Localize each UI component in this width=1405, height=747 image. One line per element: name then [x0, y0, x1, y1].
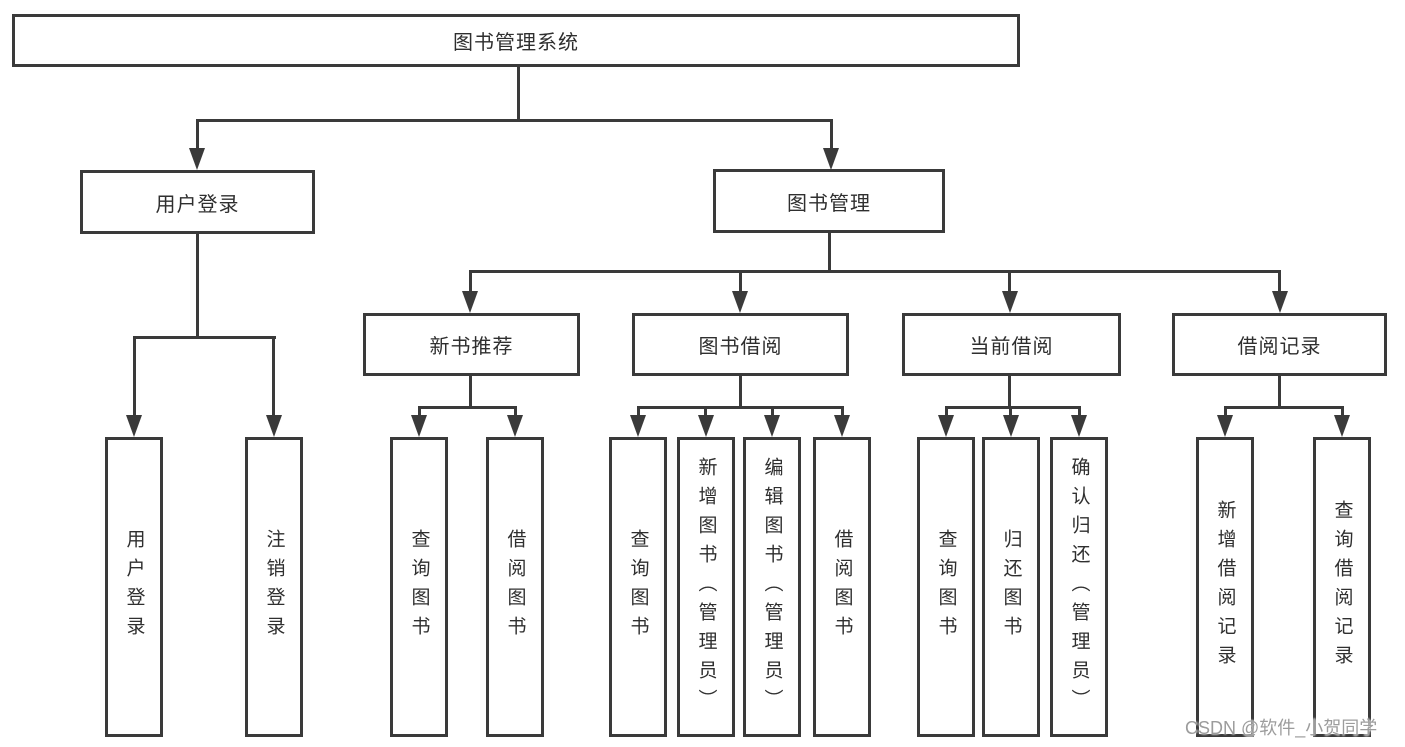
- connector-stem-borrowing-records: [1278, 270, 1281, 294]
- node-label: 新增图书（管理员）: [695, 456, 717, 718]
- node-new-book-recommend: 新书推荐: [363, 313, 580, 376]
- connector-new-book-vertical: [469, 376, 472, 408]
- node-book-borrowing: 图书借阅: [632, 313, 849, 376]
- connector-stem: [637, 406, 640, 419]
- leaf-add-borrow-record: 新增借阅记录: [1196, 437, 1254, 737]
- arrowhead-down-icon: [411, 415, 427, 437]
- connector-stem: [1224, 406, 1227, 419]
- connector-stem-book-management: [830, 119, 833, 152]
- arrowhead-down-icon: [1272, 291, 1288, 313]
- leaf-query-books-current: 查询图书: [917, 437, 975, 737]
- node-label: 查询图书: [408, 529, 430, 645]
- connector-book-borrowing-vertical: [739, 376, 742, 408]
- node-borrowing-records: 借阅记录: [1172, 313, 1387, 376]
- node-label: 查询图书: [935, 529, 957, 645]
- leaf-user-login: 用户登录: [105, 437, 163, 737]
- node-label: 当前借阅: [969, 336, 1054, 358]
- leaf-borrow-books-recommend: 借阅图书: [486, 437, 544, 737]
- connector-borrowing-records-vertical: [1278, 376, 1281, 408]
- connector-stem: [771, 406, 774, 419]
- connector-book-mgmt-vertical: [828, 233, 831, 272]
- node-label: 用户登录: [123, 529, 145, 645]
- node-label: 图书管理系统: [453, 32, 579, 54]
- node-label: 确认归还（管理员）: [1068, 456, 1090, 718]
- leaf-return-books: 归还图书: [982, 437, 1040, 737]
- connector-stem: [841, 406, 844, 419]
- connector-stem: [418, 406, 421, 419]
- node-label: 图书借阅: [698, 336, 783, 358]
- arrowhead-down-icon: [1071, 415, 1087, 437]
- connector-new-book-horizontal: [418, 406, 517, 409]
- arrowhead-down-icon: [630, 415, 646, 437]
- leaf-logout: 注销登录: [245, 437, 303, 737]
- connector-stem-leaf-logout: [272, 336, 275, 418]
- arrowhead-down-icon: [1003, 415, 1019, 437]
- connector-stem-leaf-user-login: [133, 336, 136, 418]
- arrowhead-down-icon: [507, 415, 523, 437]
- node-label: 借阅图书: [504, 529, 526, 645]
- node-label: 编辑图书（管理员）: [761, 456, 783, 718]
- node-label: 新书推荐: [429, 336, 514, 358]
- node-label: 归还图书: [1000, 529, 1022, 645]
- arrowhead-down-icon: [266, 415, 282, 437]
- leaf-query-books-borrowing: 查询图书: [609, 437, 667, 737]
- node-label: 借阅记录: [1237, 336, 1322, 358]
- arrowhead-down-icon: [698, 415, 714, 437]
- connector-book-mgmt-horizontal: [469, 270, 1281, 273]
- connector-stem: [1078, 406, 1081, 419]
- arrowhead-down-icon: [1002, 291, 1018, 313]
- connector-stem: [1009, 406, 1012, 419]
- leaf-add-book-admin: 新增图书（管理员）: [677, 437, 735, 737]
- connector-book-borrowing-horizontal: [637, 406, 843, 409]
- node-library-management-system: 图书管理系统: [12, 14, 1020, 67]
- connector-stem: [704, 406, 707, 419]
- leaf-edit-book-admin: 编辑图书（管理员）: [743, 437, 801, 737]
- connector-current-borrowing-horizontal: [945, 406, 1081, 409]
- connector-root-vertical: [517, 67, 520, 121]
- connector-stem-user-login: [196, 119, 199, 152]
- node-user-login: 用户登录: [80, 170, 315, 234]
- node-label: 查询借阅记录: [1331, 500, 1353, 674]
- connector-stem: [945, 406, 948, 419]
- connector-user-login-horizontal: [133, 336, 276, 339]
- node-label: 用户登录: [155, 193, 240, 216]
- connector-stem-new-book: [469, 270, 472, 294]
- arrowhead-down-icon: [764, 415, 780, 437]
- node-current-borrowing: 当前借阅: [902, 313, 1121, 376]
- csdn-watermark: CSDN @软件_小贺同学: [1185, 718, 1378, 738]
- arrowhead-down-icon: [462, 291, 478, 313]
- connector-stem-current-borrowing: [1008, 270, 1011, 294]
- arrowhead-down-icon: [189, 148, 205, 170]
- connector-stem: [1341, 406, 1344, 419]
- connector-user-login-vertical: [196, 234, 199, 338]
- connector-borrowing-records-horizontal: [1224, 406, 1344, 409]
- connector-stem-book-borrowing: [739, 270, 742, 294]
- arrowhead-down-icon: [1217, 415, 1233, 437]
- leaf-query-books-recommend: 查询图书: [390, 437, 448, 737]
- node-label: 注销登录: [263, 529, 285, 645]
- connector-stem: [514, 406, 517, 419]
- leaf-borrow-books: 借阅图书: [813, 437, 871, 737]
- node-label: 借阅图书: [831, 529, 853, 645]
- node-label: 查询图书: [627, 529, 649, 645]
- leaf-query-borrow-record: 查询借阅记录: [1313, 437, 1371, 737]
- arrowhead-down-icon: [732, 291, 748, 313]
- arrowhead-down-icon: [823, 148, 839, 170]
- arrowhead-down-icon: [834, 415, 850, 437]
- arrowhead-down-icon: [938, 415, 954, 437]
- arrowhead-down-icon: [126, 415, 142, 437]
- connector-root-horizontal: [196, 119, 833, 122]
- leaf-confirm-return-admin: 确认归还（管理员）: [1050, 437, 1108, 737]
- arrowhead-down-icon: [1334, 415, 1350, 437]
- node-label: 新增借阅记录: [1214, 500, 1236, 674]
- connector-current-borrowing-vertical: [1008, 376, 1011, 408]
- node-label: 图书管理: [787, 192, 871, 215]
- node-book-management: 图书管理: [713, 169, 945, 233]
